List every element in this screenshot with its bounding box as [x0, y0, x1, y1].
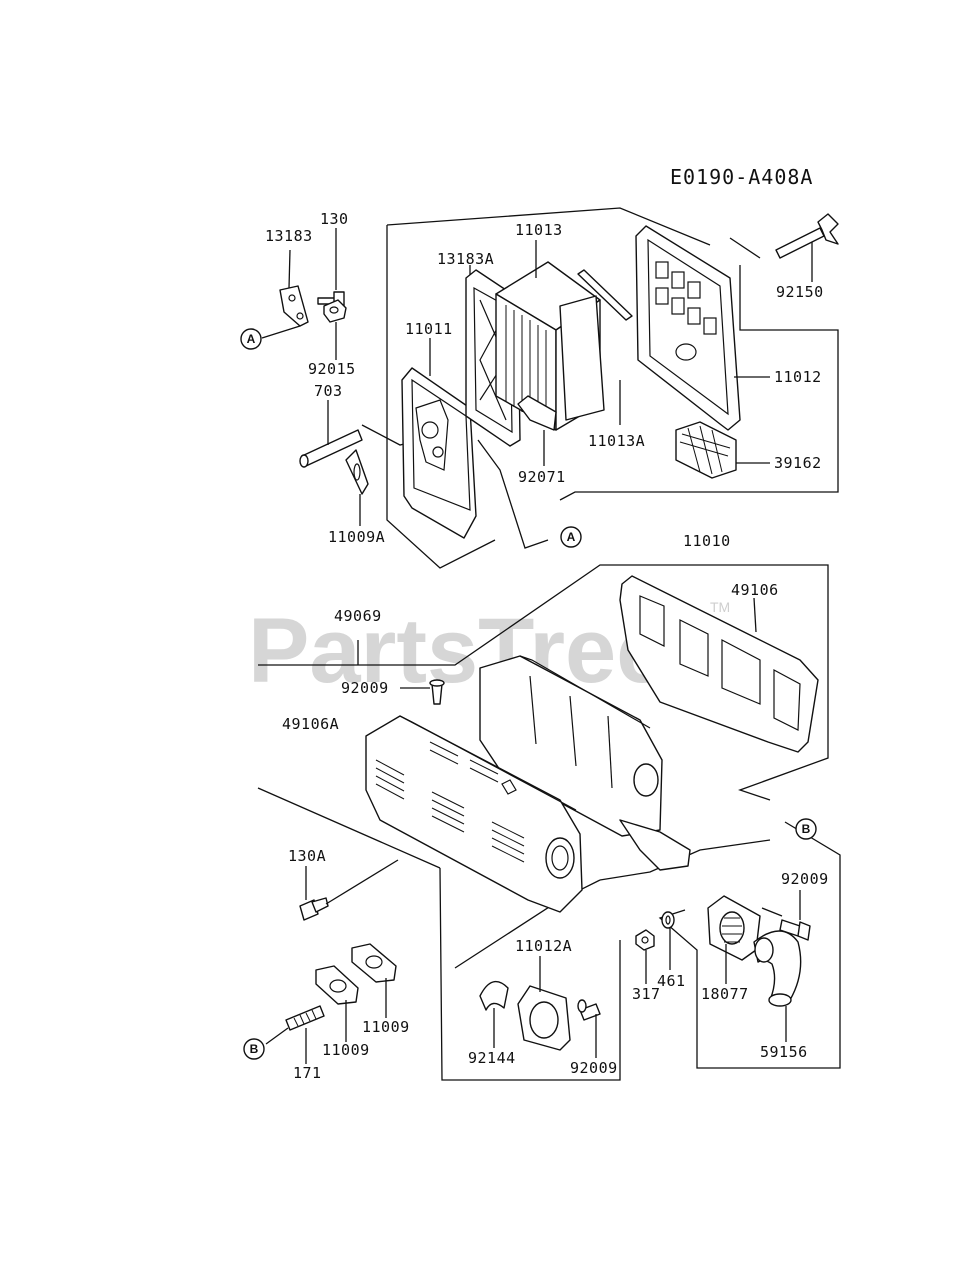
screw-92009-lower — [577, 999, 601, 1058]
part-label: 317 — [632, 985, 661, 1003]
part-label: 11010 — [683, 532, 731, 550]
part-label: 703 — [314, 382, 343, 400]
part-label: 130A — [288, 847, 326, 865]
part-label: 92009 — [781, 870, 829, 888]
bracket-13183 — [279, 249, 309, 327]
bolt-130A — [299, 859, 399, 921]
filter-element-11013 — [495, 240, 605, 431]
stud-171 — [265, 1005, 325, 1064]
part-label: 49106 — [731, 581, 779, 599]
screw-92009-upper — [400, 679, 445, 705]
part-label: 49069 — [334, 607, 382, 625]
clamp-92144 — [479, 980, 509, 1048]
part-label: 130 — [320, 210, 349, 228]
part-label: 461 — [657, 972, 686, 990]
flange-11012A — [517, 956, 571, 1051]
part-label: 92015 — [308, 360, 356, 378]
part-label: 92009 — [341, 679, 389, 697]
part-label: 13183A — [437, 250, 494, 268]
svg-text:A: A — [247, 332, 256, 346]
part-label: 92144 — [468, 1049, 516, 1067]
washer-461 — [661, 911, 675, 970]
wing-bolt-92150 — [775, 213, 839, 282]
gasket-11009A — [345, 449, 369, 526]
exhaust-group-outline — [257, 564, 841, 1081]
part-label: 11012A — [515, 937, 572, 955]
part-label: 49106A — [282, 715, 339, 733]
part-label: 11009 — [362, 1018, 410, 1036]
stud-703 — [299, 400, 421, 468]
part-label: 11013A — [588, 432, 645, 450]
watermark: PartsTree — [248, 600, 667, 702]
bolt-130 — [317, 228, 345, 307]
part-label: 92150 — [776, 283, 824, 301]
muffler-cover-49106A — [365, 715, 583, 913]
part-label: 39162 — [774, 454, 822, 472]
svg-text:B: B — [250, 1042, 259, 1056]
part-label: 11013 — [515, 221, 563, 239]
ref-marker-a-upper: A — [240, 328, 262, 350]
part-label: 11009A — [328, 528, 385, 546]
air-cleaner-cover-11012 — [635, 225, 770, 431]
gasket-11009-b — [351, 943, 397, 1018]
part-label: 92071 — [518, 468, 566, 486]
screw-92009-right — [779, 890, 811, 941]
muffler-49069 — [357, 640, 691, 871]
ref-marker-a-lower: A — [560, 526, 582, 548]
air-cleaner-base-11011 — [401, 338, 477, 539]
part-label: 13183 — [265, 227, 313, 245]
ref-marker-b-lower: B — [243, 1038, 265, 1060]
part-label: 11012 — [774, 368, 822, 386]
svg-text:A: A — [567, 530, 576, 544]
part-label: 18077 — [701, 985, 749, 1003]
nut-92015 — [323, 299, 347, 360]
watermark-trademark: TM — [710, 599, 730, 615]
part-label: 171 — [293, 1064, 322, 1082]
part-label: 11011 — [405, 320, 453, 338]
pre-cleaner-11013A — [577, 269, 633, 425]
elbow-pipe-59156 — [753, 930, 802, 1042]
gasket-92071 — [517, 395, 557, 466]
heat-shield-49106 — [619, 575, 819, 753]
part-label: 59156 — [760, 1043, 808, 1061]
part-label: 11009 — [322, 1041, 370, 1059]
part-label: 92009 — [570, 1059, 618, 1077]
screen-39162 — [675, 421, 770, 479]
diagram-code: E0190-A408A — [670, 165, 813, 189]
svg-text:B: B — [802, 822, 811, 836]
nut-317 — [635, 929, 655, 984]
gasket-11009-a — [315, 965, 359, 1042]
part-labels: 13183 130 13183A 11013 92015 11011 703 9… — [265, 210, 829, 1082]
ref-marker-b-upper: B — [795, 818, 817, 840]
air-cleaner-group-outline — [386, 207, 839, 569]
